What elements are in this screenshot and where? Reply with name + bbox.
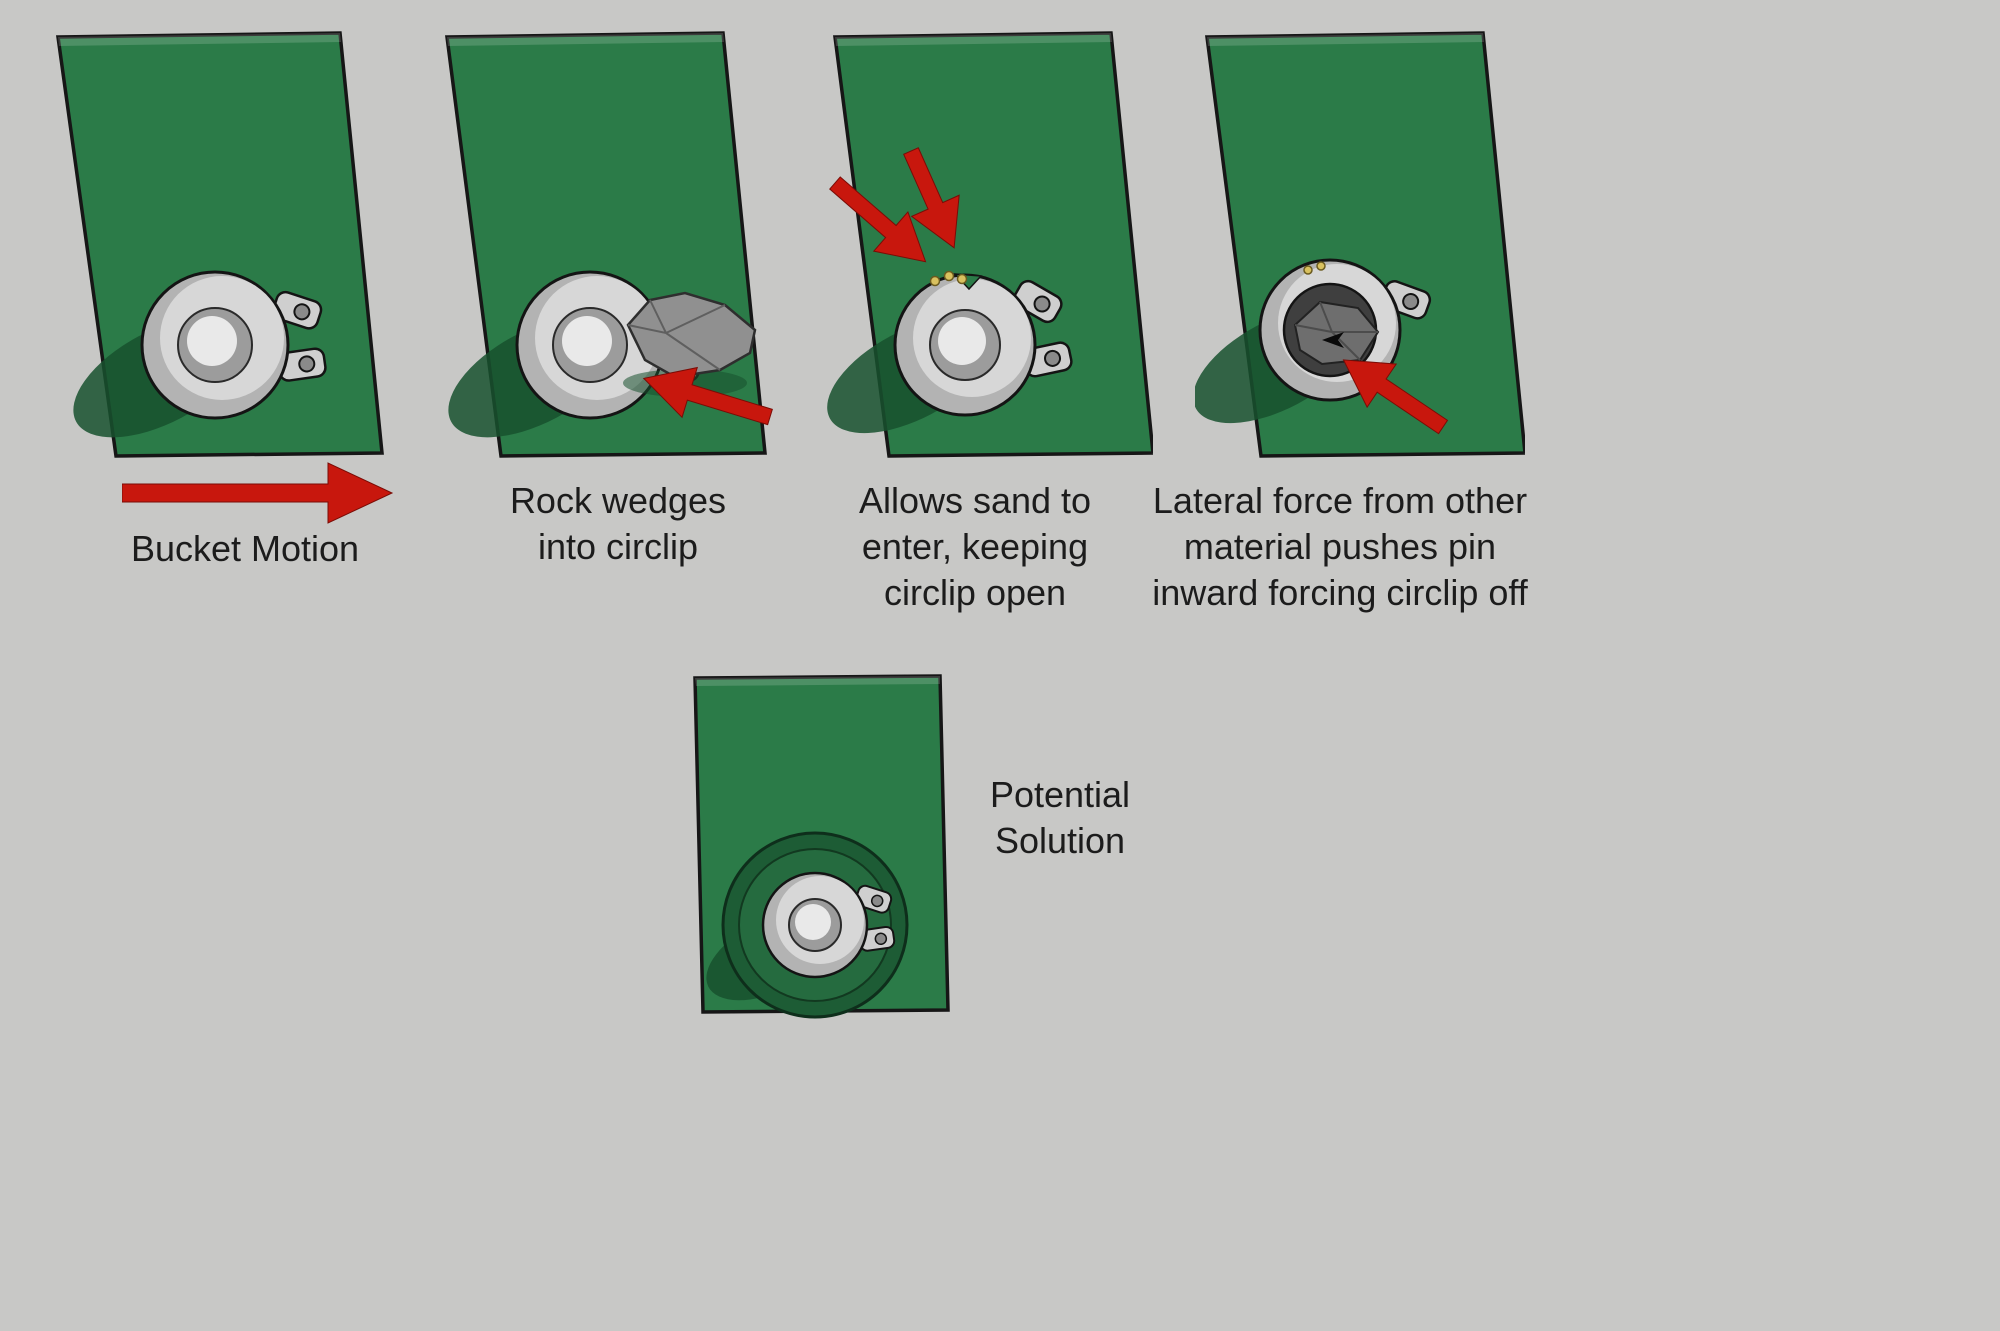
plate-edge-highlight (447, 33, 724, 46)
pin-circlip-assembly (515, 270, 757, 420)
caption-line: into circlip (537, 526, 699, 567)
ear-hole (874, 932, 888, 946)
caption-line: Allows sand to (858, 480, 1092, 521)
rock-facets (627, 299, 726, 371)
pin-circlip-assembly-open (893, 270, 1073, 417)
ear-hole (298, 355, 316, 373)
rock-arrow-group (642, 366, 773, 426)
ear-hole (1402, 293, 1420, 311)
sand-arrow-1 (829, 176, 927, 263)
caption-line: inward forcing circlip off (1152, 572, 1528, 613)
panel-rock-wedges (445, 31, 773, 458)
panel-bucket-motion (55, 31, 384, 458)
ear-hole (293, 303, 311, 321)
circlip-ear-top (1012, 279, 1063, 324)
caption-bucket-motion: Bucket Motion (80, 526, 410, 572)
caption-sand-enters: Allows sand to enter, keeping circlip op… (795, 478, 1155, 616)
sand-arrow-group-1 (829, 176, 927, 263)
circlip-ear-top (854, 884, 893, 914)
caption-lateral-force: Lateral force from other material pushes… (1120, 478, 1560, 616)
plate-edge-highlight (695, 676, 940, 686)
recessed-pin-assembly (761, 871, 896, 979)
pin-head (187, 316, 237, 366)
pin-pushed-assembly (1258, 258, 1432, 402)
ear-hole (1044, 349, 1062, 367)
caption-line: Rock wedges (509, 480, 727, 521)
bucket-motion-arrow (122, 462, 394, 524)
sand-arrow-group-2 (903, 147, 960, 249)
sand-arrow-2 (903, 147, 960, 249)
caption-line: circlip open (883, 572, 1067, 613)
lateral-arrow (1342, 359, 1449, 435)
wedged-rock (626, 291, 757, 379)
sand-grain (1303, 265, 1313, 275)
rock-arrow (642, 366, 773, 426)
ear-hole (1033, 295, 1051, 313)
caption-line: Bucket Motion (130, 528, 360, 569)
plate-edge-highlight (58, 33, 341, 46)
caption-rock-wedges: Rock wedges into circlip (438, 478, 798, 570)
pin-head (938, 317, 986, 365)
caption-line: Lateral force from other (1152, 480, 1528, 521)
sand-grain (1316, 261, 1326, 271)
caption-line: Potential (989, 774, 1131, 815)
inward-push-glyph (1322, 332, 1344, 348)
plate-edge-highlight (835, 33, 1112, 46)
caption-line: Solution (994, 820, 1126, 861)
panel-sand-enters (827, 31, 1153, 458)
sand-grain (929, 275, 941, 287)
caption-line: enter, keeping (861, 526, 1089, 567)
panel-lateral-force (1195, 31, 1525, 458)
bucket-motion-arrow-svg (122, 462, 394, 524)
panel-potential-solution (693, 674, 950, 1019)
sand-grain (956, 273, 968, 285)
sand-grain (943, 270, 955, 282)
lateral-arrow-group (1342, 359, 1449, 435)
pin-circlip-assembly (140, 270, 327, 420)
caption-potential-solution: Potential Solution (960, 772, 1160, 864)
pin-head (795, 904, 831, 940)
circlip-ear-bottom (858, 925, 896, 952)
pin-head (562, 316, 612, 366)
ear-hole (870, 894, 884, 908)
caption-line: material pushes pin (1183, 526, 1497, 567)
plate-edge-highlight (1207, 33, 1484, 46)
circlip-ear-top (272, 290, 323, 330)
